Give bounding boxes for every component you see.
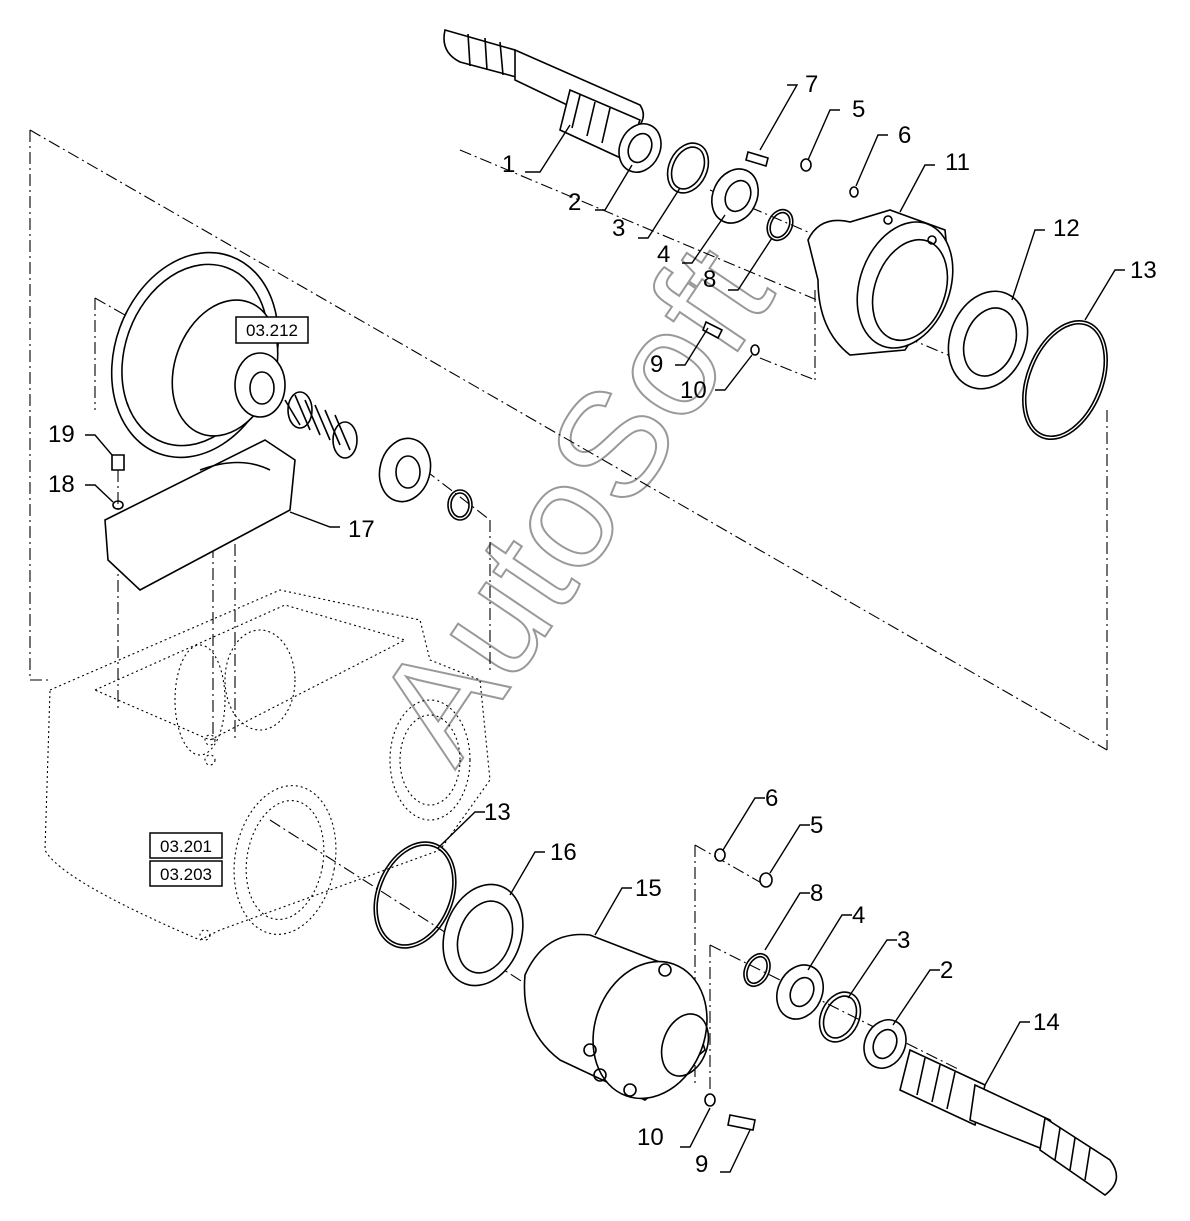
gearbox-housing xyxy=(44,589,491,941)
reference-03212: 03.212 xyxy=(246,321,298,340)
callout-3-bottom: 3 xyxy=(897,927,910,954)
callout-9-bottom: 9 xyxy=(695,1151,708,1178)
callout-18: 18 xyxy=(48,471,75,498)
callout-3: 3 xyxy=(612,215,625,242)
flange-housing-top xyxy=(807,209,954,356)
bearing-top xyxy=(711,168,759,224)
spring-and-coupler xyxy=(284,391,473,521)
ring-top xyxy=(766,208,794,242)
callout-12: 12 xyxy=(1053,215,1080,242)
callout-13-bottom: 13 xyxy=(484,799,511,826)
callout-6-bottom: 6 xyxy=(765,785,778,812)
small-fasteners-bottom xyxy=(704,848,773,1131)
small-fasteners-top xyxy=(702,150,859,356)
callout-2-bottom: 2 xyxy=(940,957,953,984)
callout-5-bottom: 5 xyxy=(810,812,823,839)
callout-14: 14 xyxy=(1033,1009,1060,1036)
bearing-cup-top xyxy=(947,290,1029,390)
callout-10: 10 xyxy=(680,377,707,404)
leader-lines xyxy=(85,84,1125,1173)
callout-9: 9 xyxy=(650,351,663,378)
callout-13: 13 xyxy=(1130,257,1157,284)
callout-16: 16 xyxy=(550,839,577,866)
bottom-rings xyxy=(743,952,907,1069)
callout-1: 1 xyxy=(502,151,515,178)
reference-box-03201[interactable]: 03.201 xyxy=(149,832,223,859)
callout-19: 19 xyxy=(48,421,75,448)
callout-8: 8 xyxy=(703,266,716,293)
callout-4: 4 xyxy=(657,241,670,268)
callout-5: 5 xyxy=(852,96,865,123)
bearing-cup-bottom xyxy=(442,883,524,987)
cover-plate xyxy=(104,439,296,591)
bottom-shaft xyxy=(899,1048,1118,1196)
callout-4-bottom: 4 xyxy=(852,902,865,929)
watermark: AutoSoft xyxy=(341,216,804,789)
watermark-text: AutoSoft xyxy=(342,217,803,788)
callout-15: 15 xyxy=(635,875,662,902)
reference-box-03212[interactable]: 03.212 xyxy=(235,316,309,344)
callout-2: 2 xyxy=(568,189,581,216)
callout-7: 7 xyxy=(805,71,818,98)
o-ring-top xyxy=(1022,319,1108,441)
reference-box-03203[interactable]: 03.203 xyxy=(149,860,223,887)
o-ring-bottom xyxy=(373,841,457,949)
differential-gear xyxy=(110,251,286,459)
top-shaft xyxy=(443,28,645,162)
callout-6: 6 xyxy=(898,122,911,149)
callout-17: 17 xyxy=(348,516,375,543)
flange-housing-bottom xyxy=(523,933,710,1101)
callout-11: 11 xyxy=(945,149,970,176)
callout-8-bottom: 8 xyxy=(810,880,823,907)
reference-03203: 03.203 xyxy=(160,865,212,884)
callout-10-bottom: 10 xyxy=(637,1124,664,1151)
callouts: 1 2 3 4 8 7 5 6 11 12 13 9 10 19 18 17 1… xyxy=(48,71,1157,1178)
seal-ring-top xyxy=(618,123,662,173)
circlip-top xyxy=(666,142,710,194)
reference-03201: 03.201 xyxy=(160,837,212,856)
